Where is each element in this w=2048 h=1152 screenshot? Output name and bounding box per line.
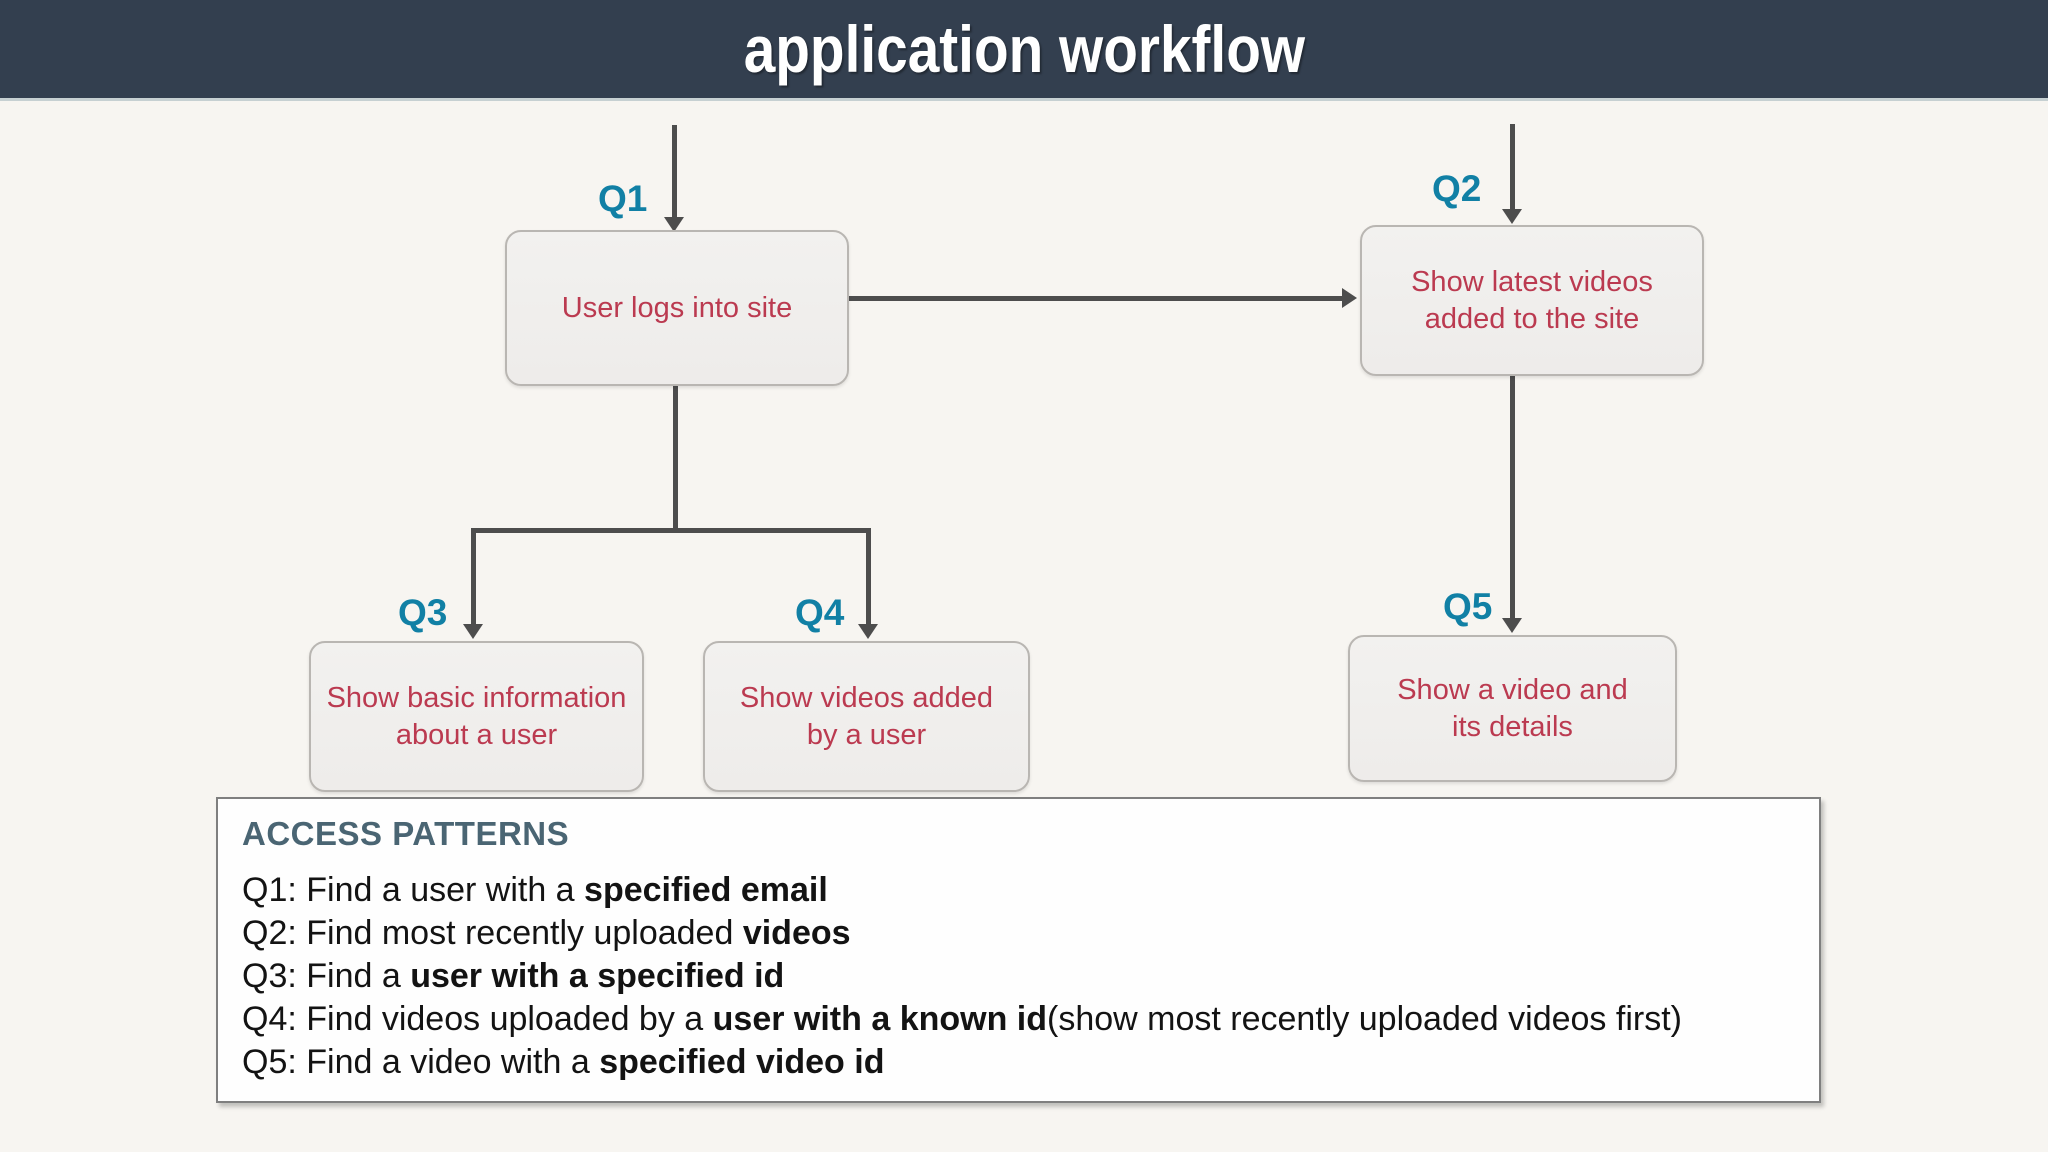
label-q5: Q5: [1443, 586, 1493, 627]
label-q1: Q1: [598, 178, 648, 219]
access-patterns-panel: ACCESS PATTERNS Q1: Find a user with a s…: [216, 797, 1821, 1103]
page-title: application workflow: [743, 12, 1305, 86]
arrow-q2-to-q5-line: [1510, 372, 1515, 619]
arrow-q1-to-q2-head-icon: [1342, 288, 1357, 308]
arrow-q1-to-q4-line: [866, 528, 871, 625]
label-q4: Q4: [795, 592, 845, 633]
branch-stem-line: [673, 382, 678, 530]
access-patterns-title: ACCESS PATTERNS: [242, 815, 570, 852]
arrow-top-to-q1-head-icon: [664, 217, 684, 232]
access-pattern-line: Q2: Find most recently uploaded videos: [242, 914, 851, 952]
arrow-top-to-q1-line: [672, 125, 677, 218]
access-pattern-line: Q3: Find a user with a specified id: [242, 957, 785, 995]
label-q2: Q2: [1432, 168, 1482, 209]
arrow-q2-to-q5-head-icon: [1502, 618, 1522, 633]
node-show-basic-user-info: Show basic information about a user: [309, 641, 644, 792]
title-bar: application workflow: [0, 0, 2048, 101]
branch-horizontal-line: [471, 528, 871, 533]
node-show-videos-added-by-user: Show videos added by a user: [703, 641, 1030, 792]
node-show-latest-videos: Show latest videos added to the site: [1360, 225, 1704, 376]
arrow-top-to-q2-head-icon: [1502, 209, 1522, 224]
node-user-logs-into-site: User logs into site: [505, 230, 849, 386]
arrow-q1-to-q3-line: [471, 528, 476, 625]
label-q3: Q3: [398, 592, 448, 633]
arrow-q1-to-q2-line: [845, 296, 1343, 301]
arrow-q1-to-q4-head-icon: [858, 624, 878, 639]
arrow-q1-to-q3-head-icon: [463, 624, 483, 639]
access-pattern-line: Q4: Find videos uploaded by a user with …: [242, 1000, 1682, 1038]
access-pattern-line: Q5: Find a video with a specified video …: [242, 1043, 885, 1081]
access-pattern-line: Q1: Find a user with a specified email: [242, 871, 828, 909]
arrow-top-to-q2-line: [1510, 124, 1515, 210]
node-show-video-details: Show a video and its details: [1348, 635, 1677, 782]
